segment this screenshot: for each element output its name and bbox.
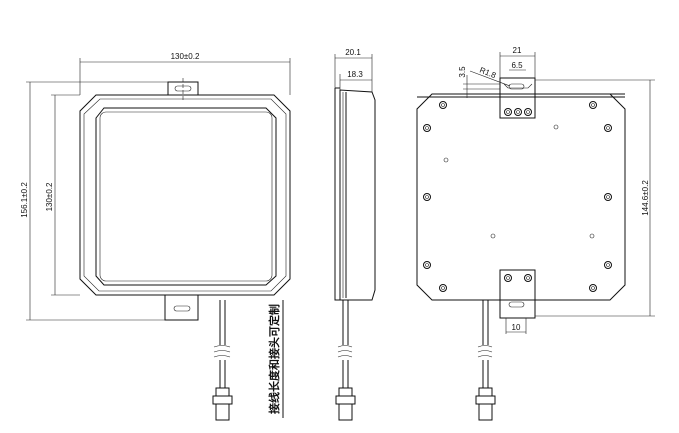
screw-center [526, 110, 530, 114]
screw-center [591, 103, 595, 107]
screw-center [606, 195, 610, 199]
screw-icon [423, 261, 431, 269]
slot-offset-dim: 3.5 [458, 66, 467, 78]
screw-center [506, 110, 510, 114]
front-height-dim: 130±0.2 [45, 182, 54, 211]
screw-center [606, 126, 610, 130]
screw-center [441, 286, 445, 290]
screw-center [516, 110, 520, 114]
screw-icon [604, 124, 612, 132]
screw-icon [423, 124, 431, 132]
screw-center [606, 263, 610, 267]
screw-icon [504, 108, 512, 116]
screw-icon [423, 193, 431, 201]
screw-icon [604, 261, 612, 269]
screw-icon [589, 284, 597, 292]
front-view: 130±0.2 156.1±0.2 130±0.2 接线长度和接头可定制 [20, 52, 291, 421]
screw-icon [439, 101, 447, 109]
slot-length-dim: 6.5 [511, 61, 523, 70]
back-height-dim: 144.6±0.2 [641, 180, 650, 216]
bracket-width-dim: 21 [513, 46, 522, 55]
screw-icon [524, 274, 532, 282]
screw-center [526, 276, 530, 280]
screw-icon [439, 284, 447, 292]
back-view: 21 6.5 R1.8 3.5 144.6±0.2 10 [416, 46, 655, 421]
cable-customization-note: 接线长度和接头可定制 [267, 304, 281, 414]
screw-center [425, 263, 429, 267]
screw-center [441, 103, 445, 107]
front-overall-height-dim: 156.1±0.2 [20, 182, 29, 218]
slot-radius-dim: R1.8 [478, 66, 498, 81]
screw-icon [589, 101, 597, 109]
side-overall-depth-dim: 20.1 [345, 48, 361, 57]
screw-icon [524, 108, 532, 116]
front-width-dim: 130±0.2 [171, 52, 200, 61]
screw-center [425, 195, 429, 199]
side-depth-dim: 18.3 [347, 70, 363, 79]
screw-center [425, 126, 429, 130]
side-view: 20.1 18.3 [334, 48, 376, 421]
screw-icon [604, 193, 612, 201]
bottom-bracket-dim: 10 [512, 323, 521, 332]
screw-center [506, 276, 510, 280]
screw-center [591, 286, 595, 290]
screw-icon [504, 274, 512, 282]
screw-icon [514, 108, 522, 116]
screw-holes [423, 101, 612, 292]
